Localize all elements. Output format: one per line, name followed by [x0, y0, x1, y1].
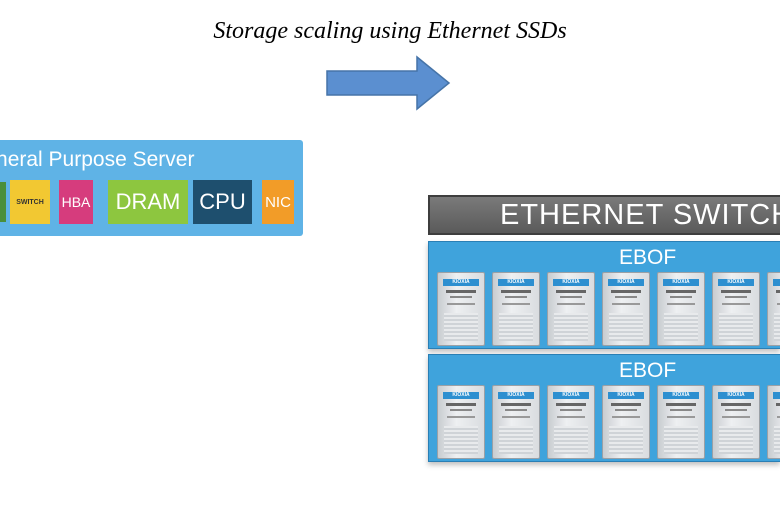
- ssd-detail: [725, 409, 747, 411]
- ssd-detail: [611, 290, 641, 293]
- cpu-chip: CPU: [193, 180, 252, 224]
- ssd-detail: [609, 313, 643, 341]
- ssd-detail: [612, 416, 640, 418]
- switch-chip: SWITCH: [10, 180, 50, 224]
- ssd-detail: [450, 409, 472, 411]
- ssd-detail: [666, 403, 696, 406]
- ssd-detail: [777, 416, 780, 418]
- ssd-logo: KIOXIA: [608, 392, 644, 399]
- dram-chip: DRAM: [108, 180, 188, 224]
- ssd-detail: [450, 296, 472, 298]
- ssd-logo: KIOXIA: [663, 392, 699, 399]
- ssd-logo: KIOXIA: [553, 392, 589, 399]
- ssd-logo: KIOXIA: [498, 392, 534, 399]
- ssd-detail: [556, 290, 586, 293]
- ssd-drive: KIOXIA: [492, 385, 540, 459]
- ssd-detail: [667, 303, 695, 305]
- ssd-detail: [560, 296, 582, 298]
- ssd-detail: [722, 303, 750, 305]
- ssd-detail: [446, 403, 476, 406]
- ssd-detail: [719, 313, 753, 341]
- ssd-detail: [502, 303, 530, 305]
- ssd-drive: KIOXIA: [657, 272, 705, 346]
- ssd-drive: KIOXIA: [767, 272, 780, 346]
- ssd-detail: [505, 409, 527, 411]
- hba-chip: HBA: [59, 180, 93, 224]
- ssd-detail: [719, 426, 753, 454]
- ssd-detail: [554, 313, 588, 341]
- ssd-logo: KIOXIA: [443, 279, 479, 286]
- ssd-detail: [609, 426, 643, 454]
- ssd-detail: [615, 409, 637, 411]
- ssd-detail: [446, 290, 476, 293]
- ebof-label: EBOF: [619, 359, 677, 382]
- nic-chip: NIC: [262, 180, 294, 224]
- ssd-detail: [501, 403, 531, 406]
- ssd-detail: [774, 313, 780, 341]
- ethernet-switch: ETHERNET SWITCH: [428, 195, 780, 235]
- ssd-drive: KIOXIA: [437, 385, 485, 459]
- ebof-label: EBOF: [619, 246, 677, 269]
- ssd-drive: KIOXIA: [547, 272, 595, 346]
- ssd-detail: [502, 416, 530, 418]
- ssd-detail: [667, 416, 695, 418]
- ssd-drive: KIOXIA: [657, 385, 705, 459]
- ssd-detail: [670, 409, 692, 411]
- ssd-detail: [560, 409, 582, 411]
- ssd-logo: KIOXIA: [553, 279, 589, 286]
- ssd-detail: [557, 303, 585, 305]
- ssd-logo: KIOXIA: [773, 279, 780, 286]
- ssd-detail: [501, 290, 531, 293]
- ssd-detail: [774, 426, 780, 454]
- ssd-detail: [666, 290, 696, 293]
- ssd-detail: [670, 296, 692, 298]
- ssd-drive: KIOXIA: [712, 385, 760, 459]
- ssd-drive: KIOXIA: [437, 272, 485, 346]
- ssd-drive: KIOXIA: [602, 272, 650, 346]
- ebof-enclosure: EBOF KIOXIA KIOXIA KIOXIA KIOXIA KIOXIA KIOXI…: [428, 241, 780, 349]
- server-chip-edge: [0, 182, 6, 222]
- ssd-drive: KIOXIA: [767, 385, 780, 459]
- ethernet-switch-label: ETHERNET SWITCH: [500, 199, 780, 231]
- ssd-logo: KIOXIA: [718, 279, 754, 286]
- ssd-detail: [444, 313, 478, 341]
- ssd-detail: [664, 426, 698, 454]
- ssd-detail: [776, 403, 780, 406]
- ssd-detail: [444, 426, 478, 454]
- ssd-detail: [447, 416, 475, 418]
- ssd-detail: [611, 403, 641, 406]
- ssd-detail: [721, 403, 751, 406]
- ssd-detail: [725, 296, 747, 298]
- server-label: General Purpose Server: [0, 148, 195, 171]
- ssd-drive: KIOXIA: [492, 272, 540, 346]
- ssd-logo: KIOXIA: [663, 279, 699, 286]
- ssd-detail: [664, 313, 698, 341]
- ssd-logo: KIOXIA: [608, 279, 644, 286]
- ssd-detail: [721, 290, 751, 293]
- ssd-detail: [612, 303, 640, 305]
- ebof-enclosure: EBOF KIOXIA KIOXIA KIOXIA KIOXIA KIOXIA KIOXI…: [428, 354, 780, 462]
- ssd-drive: KIOXIA: [547, 385, 595, 459]
- right-arrow-icon: [326, 55, 451, 111]
- ssd-detail: [499, 313, 533, 341]
- ssd-detail: [777, 303, 780, 305]
- general-purpose-server: General Purpose Server SWITCH HBA DRAM C…: [0, 140, 303, 236]
- ssd-detail: [554, 426, 588, 454]
- ssd-drive: KIOXIA: [602, 385, 650, 459]
- ssd-detail: [556, 403, 586, 406]
- ssd-drive: KIOXIA: [712, 272, 760, 346]
- ssd-detail: [776, 290, 780, 293]
- ssd-logo: KIOXIA: [773, 392, 780, 399]
- ssd-logo: KIOXIA: [718, 392, 754, 399]
- ssd-detail: [505, 296, 527, 298]
- ssd-logo: KIOXIA: [443, 392, 479, 399]
- ssd-detail: [722, 416, 750, 418]
- ssd-logo: KIOXIA: [498, 279, 534, 286]
- ssd-detail: [557, 416, 585, 418]
- ssd-detail: [499, 426, 533, 454]
- ssd-detail: [447, 303, 475, 305]
- diagram-title: Storage scaling using Ethernet SSDs: [213, 18, 567, 44]
- ssd-detail: [615, 296, 637, 298]
